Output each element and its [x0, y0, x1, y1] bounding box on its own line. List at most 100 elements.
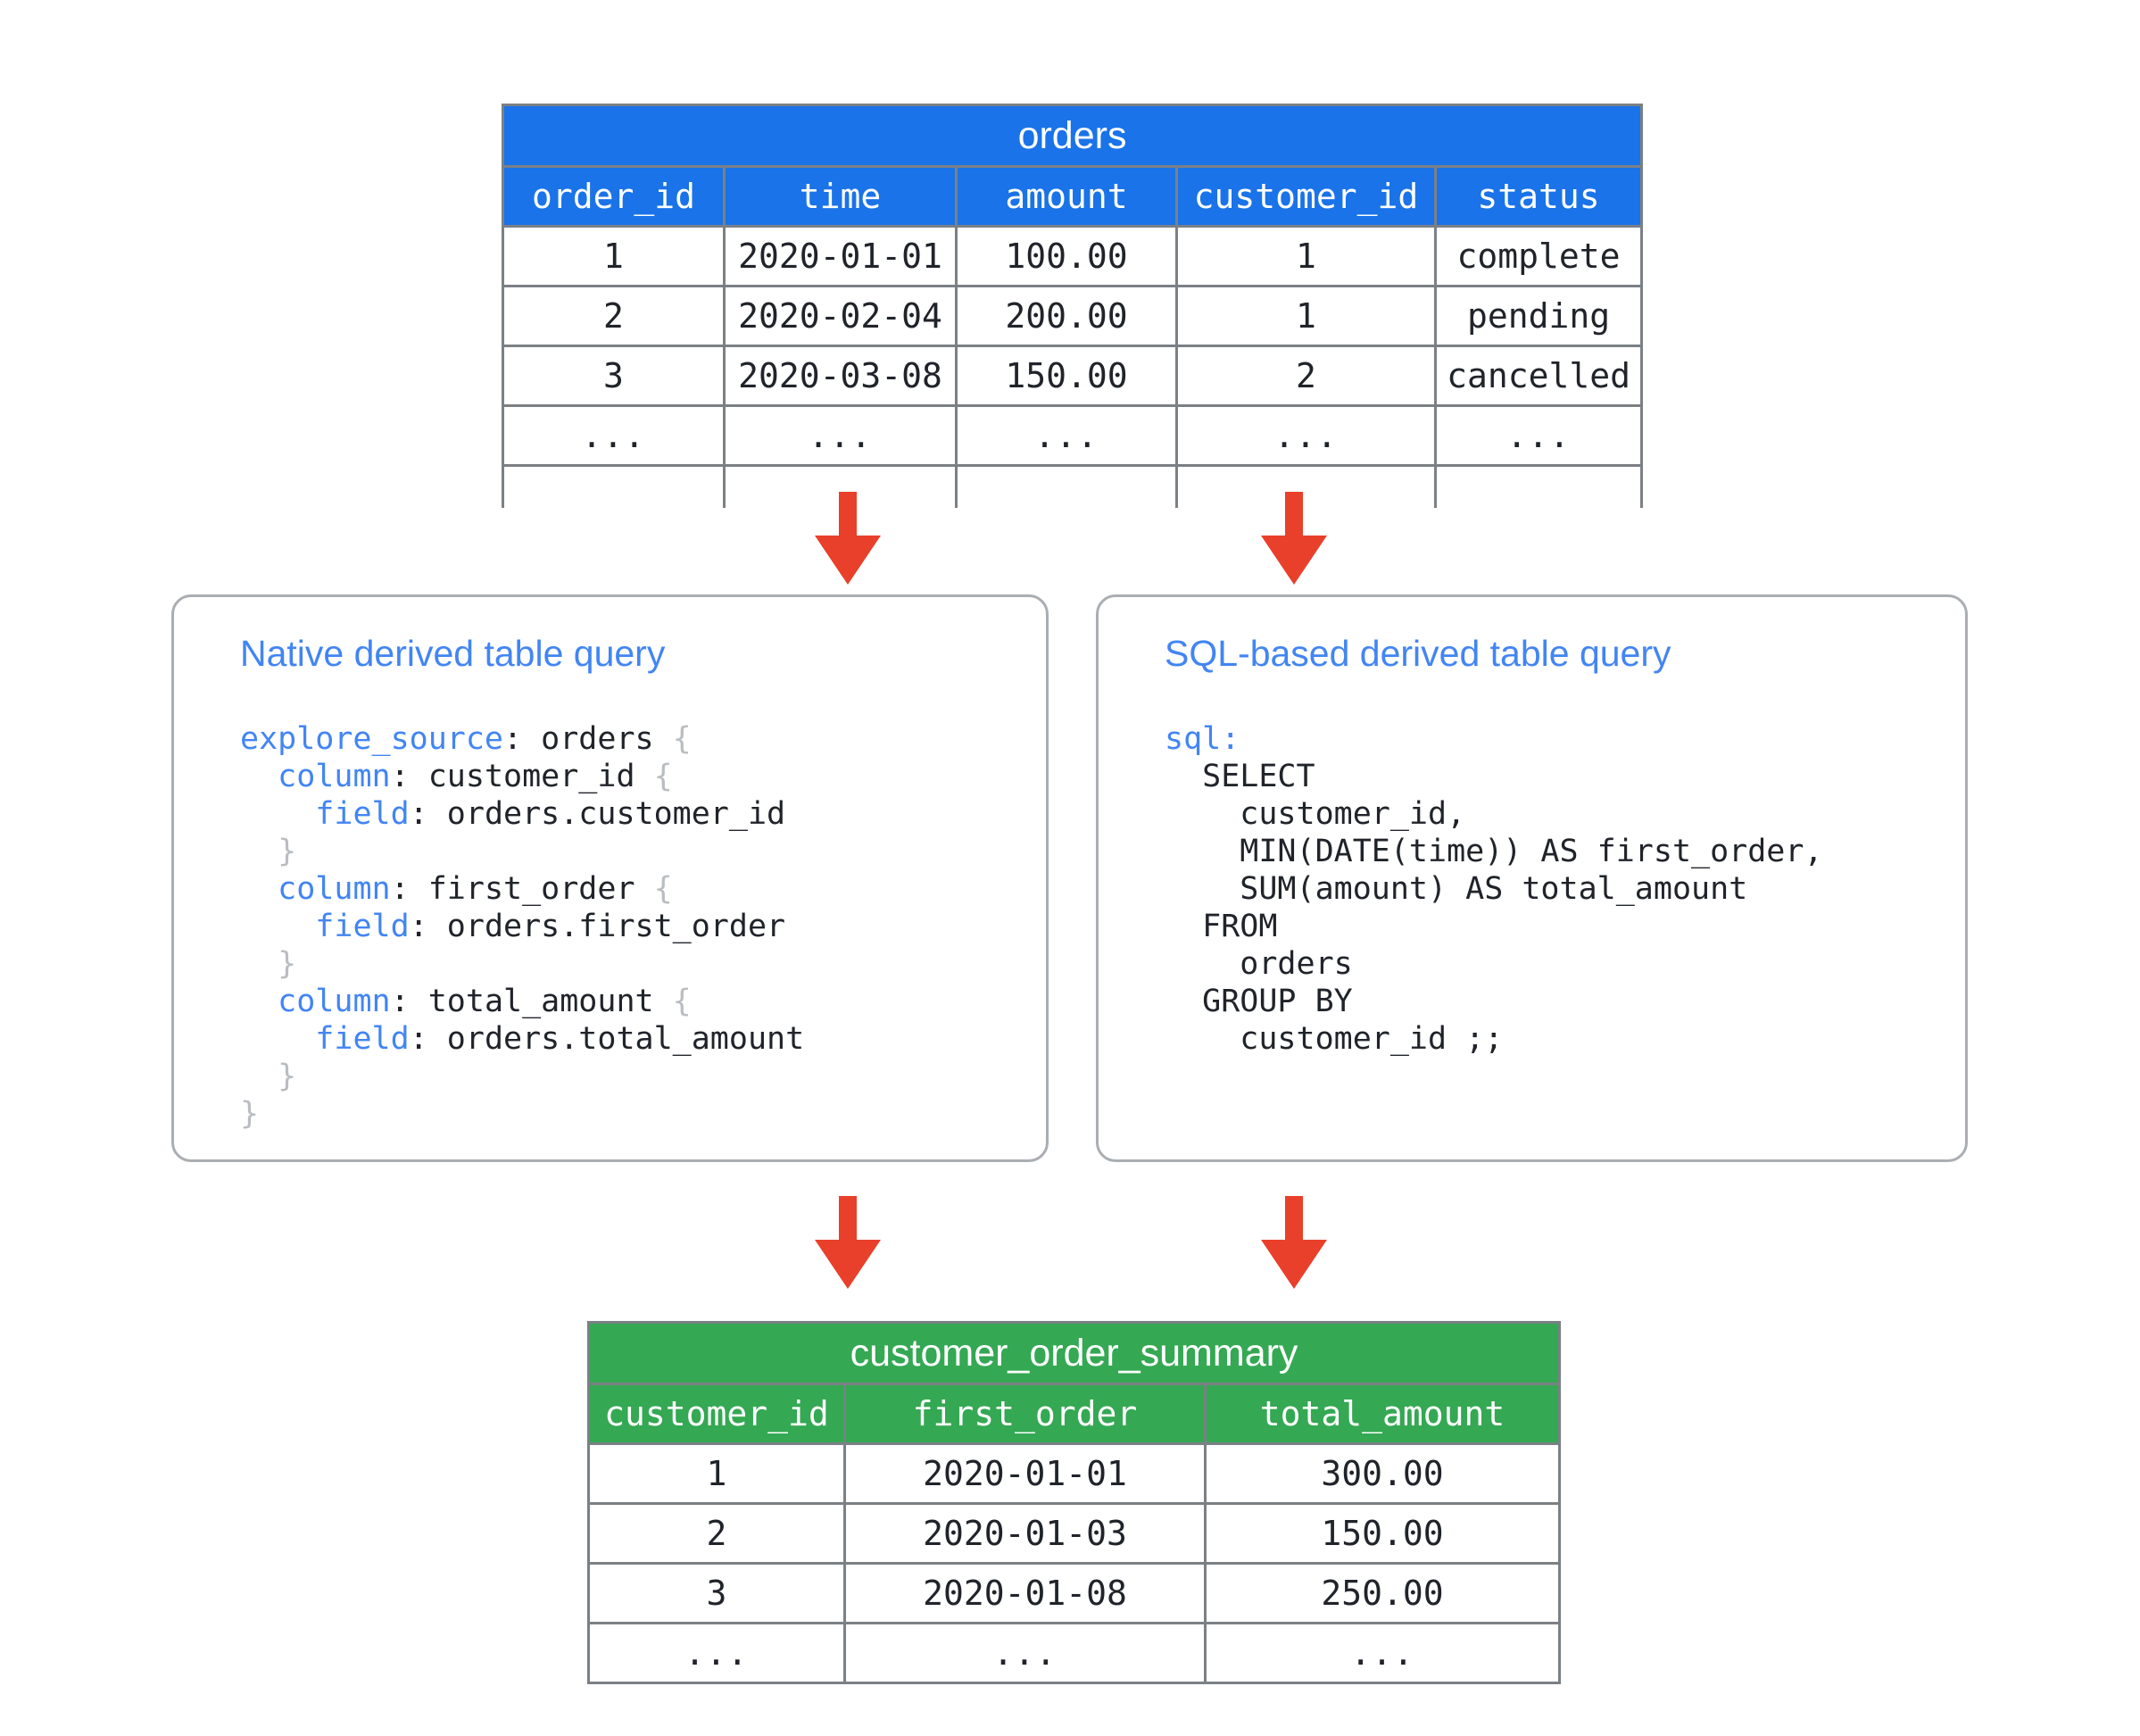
code-token: {: [672, 721, 692, 757]
table-row: 2 2020-01-03 150.00: [587, 1502, 1562, 1565]
orders-truncated-cell: [723, 464, 958, 508]
arrow-head: [1261, 1240, 1327, 1289]
summary-column-header-customer-id: customer_id: [587, 1383, 846, 1445]
table-row-ellipsis: ... ... ...: [587, 1622, 1562, 1684]
orders-cell-time: 2020-02-04: [723, 285, 958, 347]
orders-table-title-row: orders: [501, 104, 1644, 168]
summary-column-header-total-amount: total_amount: [1203, 1383, 1562, 1445]
code-token: FROM: [1165, 909, 1278, 944]
code-token: {: [653, 759, 673, 794]
summary-table-header-row: customer_id first_order total_amount: [587, 1383, 1562, 1445]
orders-cell-amount: 200.00: [955, 285, 1178, 347]
orders-cell-amount: 150.00: [955, 345, 1178, 407]
code-token: explore_source: [240, 721, 504, 757]
code-token: : orders: [503, 721, 673, 757]
code-token: [240, 984, 278, 1019]
code-token: :: [1221, 721, 1240, 757]
arrow-shaft: [839, 492, 857, 542]
summary-cell-first-order: 2020-01-08: [843, 1562, 1207, 1624]
code-token: [240, 759, 278, 794]
orders-table-header-row: order_id time amount customer_id status: [502, 165, 1644, 228]
arrow-shaft: [1285, 492, 1303, 542]
summary-cell-ellipsis: ...: [587, 1622, 846, 1684]
table-row: 3 2020-03-08 150.00 2 cancelled: [502, 345, 1644, 407]
orders-cell-status: pending: [1433, 285, 1644, 347]
code-token: field: [315, 909, 410, 944]
code-token: }: [240, 1096, 260, 1132]
arrow-head: [1261, 536, 1327, 585]
orders-cell-status: complete: [1433, 225, 1644, 287]
arrow-head: [815, 536, 881, 585]
code-token: [240, 946, 278, 982]
code-token: SELECT: [1165, 759, 1315, 794]
code-token: customer_id ;;: [1165, 1021, 1504, 1057]
native-panel-title: Native derived table query: [240, 633, 666, 674]
native-derived-table-panel: Native derived table query explore_sourc…: [171, 594, 1049, 1162]
sql-code-block: sql: SELECT customer_id, MIN(DATE(time))…: [1165, 720, 1823, 1058]
code-token: }: [278, 834, 297, 869]
code-token: [240, 834, 278, 869]
table-row: 3 2020-01-08 250.00: [587, 1562, 1562, 1624]
summary-cell-total-amount: 150.00: [1203, 1502, 1562, 1565]
summary-table-title-row: customer_order_summary: [586, 1321, 1562, 1385]
code-token: field: [315, 796, 410, 832]
orders-truncated-cell: [1175, 464, 1437, 508]
orders-cell-ellipsis: ...: [723, 404, 958, 467]
arrow-native-to-summary: [814, 1196, 882, 1289]
arrow-head: [815, 1240, 881, 1289]
orders-cell-ellipsis: ...: [1433, 404, 1644, 467]
summary-cell-total-amount: 250.00: [1203, 1562, 1562, 1624]
table-row: 1 2020-01-01 100.00 1 complete: [502, 225, 1644, 287]
code-token: : total_amount: [390, 984, 673, 1019]
arrow-orders-to-native: [814, 492, 882, 585]
code-token: : customer_id: [390, 759, 654, 794]
arrow-orders-to-sql: [1260, 492, 1328, 585]
code-token: MIN(DATE(time)) AS first_order,: [1165, 834, 1823, 869]
code-token: SUM(amount) AS total_amount: [1165, 871, 1748, 907]
code-token: : orders.first_order: [409, 909, 786, 944]
native-code-block: explore_source: orders { column: custome…: [240, 720, 804, 1133]
summary-cell-total-amount: 300.00: [1203, 1442, 1562, 1505]
orders-cell-customer-id: 1: [1175, 285, 1437, 347]
code-token: : orders.customer_id: [409, 796, 786, 832]
code-token: }: [278, 946, 297, 982]
orders-cell-time: 2020-01-01: [723, 225, 958, 287]
orders-cell-order-id: 3: [502, 345, 726, 407]
code-token: [240, 871, 278, 907]
orders-cell-amount: 100.00: [955, 225, 1178, 287]
table-row: 1 2020-01-01 300.00: [587, 1442, 1562, 1505]
code-token: column: [278, 871, 391, 907]
code-token: [240, 1059, 278, 1094]
orders-cell-status: cancelled: [1433, 345, 1644, 407]
orders-cell-ellipsis: ...: [502, 404, 726, 467]
code-token: [240, 796, 315, 832]
orders-cell-order-id: 2: [502, 285, 726, 347]
code-token: [240, 1021, 315, 1057]
summary-cell-first-order: 2020-01-01: [843, 1442, 1207, 1505]
orders-column-header-time: time: [723, 165, 958, 228]
summary-cell-ellipsis: ...: [843, 1622, 1207, 1684]
orders-table-title: orders: [501, 104, 1644, 168]
orders-table-truncated-row: [502, 464, 1644, 508]
sql-panel-title: SQL-based derived table query: [1165, 633, 1671, 674]
orders-column-header-amount: amount: [955, 165, 1178, 228]
orders-column-header-status: status: [1433, 165, 1644, 228]
code-token: column: [278, 984, 391, 1019]
arrow-sql-to-summary: [1260, 1196, 1328, 1289]
summary-cell-first-order: 2020-01-03: [843, 1502, 1207, 1565]
arrow-shaft: [1285, 1196, 1303, 1246]
orders-truncated-cell: [502, 464, 726, 508]
arrow-shaft: [839, 1196, 857, 1246]
orders-truncated-cell: [1433, 464, 1644, 508]
orders-cell-time: 2020-03-08: [723, 345, 958, 407]
summary-cell-customer-id: 1: [587, 1442, 846, 1505]
sql-derived-table-panel: SQL-based derived table query sql: SELEC…: [1096, 594, 1968, 1162]
code-token: : orders.total_amount: [409, 1021, 805, 1057]
code-token: column: [278, 759, 391, 794]
summary-cell-customer-id: 2: [587, 1502, 846, 1565]
code-token: {: [672, 984, 692, 1019]
customer-order-summary-table: customer_order_summary customer_id first…: [586, 1321, 1562, 1684]
code-token: sql: [1165, 721, 1222, 757]
code-token: : first_order: [390, 871, 654, 907]
table-row: 2 2020-02-04 200.00 1 pending: [502, 285, 1644, 347]
